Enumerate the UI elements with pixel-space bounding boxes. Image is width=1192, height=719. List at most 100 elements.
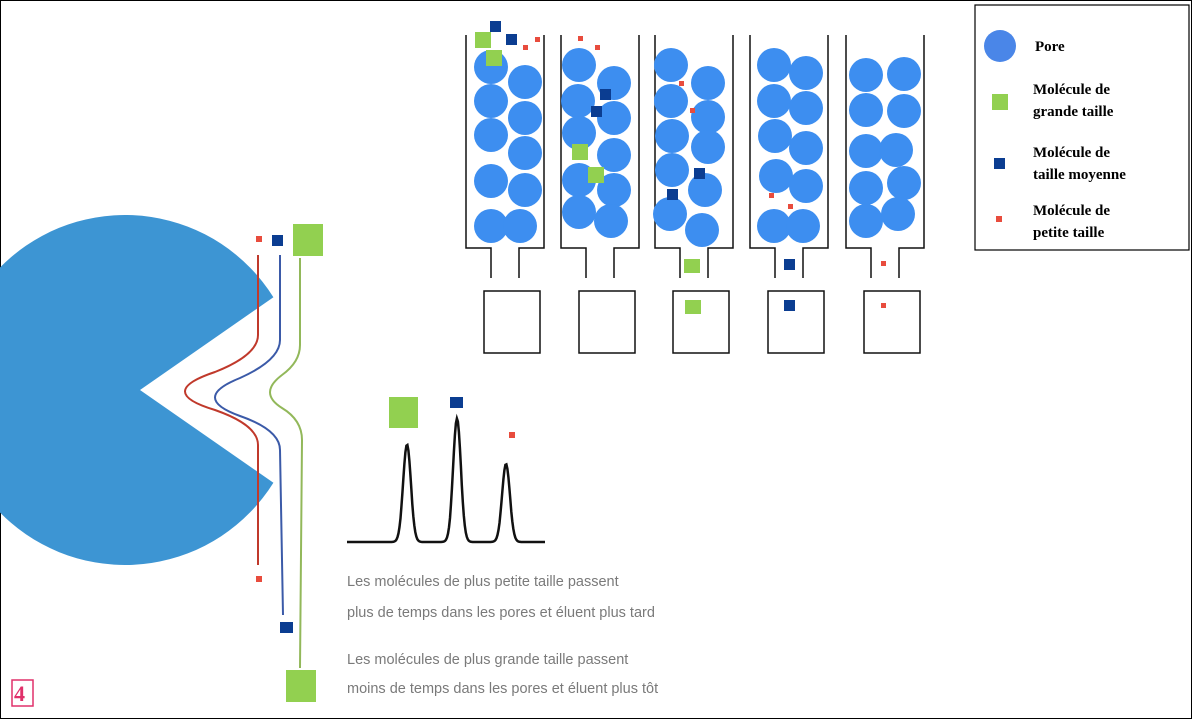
medium-molecule: [667, 189, 678, 200]
caption-small-line-2: plus de temps dans les pores et éluent p…: [347, 605, 655, 621]
large-molecule-outlet: [684, 259, 700, 273]
pore-bead: [562, 48, 596, 82]
small-molecule: [595, 45, 600, 50]
collection-tube: [672, 290, 730, 354]
pore-bead: [849, 93, 883, 127]
pore-bead: [685, 213, 719, 247]
large-molecule-top: [293, 224, 323, 256]
legend: Pore Molécule de grande taille Molécule …: [974, 4, 1190, 251]
medium-molecule-collected: [784, 300, 795, 311]
chromatogram-trace: [347, 413, 545, 544]
legend-medium-icon: [994, 158, 1005, 169]
pore-bead: [789, 56, 823, 90]
medium-molecule: [600, 89, 611, 100]
pore-bead: [759, 159, 793, 193]
pore-bead: [691, 66, 725, 100]
path-medium-molecule: [214, 255, 284, 616]
column-wall: [465, 35, 545, 278]
pore-bead: [789, 169, 823, 203]
column-2: [560, 35, 640, 354]
column-wall: [749, 35, 829, 278]
pore-bead: [597, 138, 631, 172]
pore-bead: [887, 166, 921, 200]
caption-large-line-2: moins de temps dans les pores et éluent …: [347, 681, 658, 697]
medium-molecule-bottom: [280, 622, 293, 633]
medium-molecule: [694, 168, 705, 179]
legend-pore-icon: [984, 30, 1016, 62]
small-molecule: [769, 193, 774, 198]
pore-bead: [562, 116, 596, 150]
pore-bead: [691, 130, 725, 164]
column-5: [845, 35, 925, 354]
large-molecule: [588, 167, 604, 183]
small-molecule: [523, 45, 528, 50]
pore-bead: [691, 100, 725, 134]
column-3: [653, 35, 734, 354]
peak-marker-medium: [450, 397, 463, 408]
pore-bead: [849, 134, 883, 168]
pore-bead: [654, 48, 688, 82]
legend-medium-label-1: Molécule de: [1033, 145, 1110, 161]
small-molecule: [578, 36, 583, 41]
pore-bead: [887, 57, 921, 91]
chromatogram: [347, 397, 545, 544]
pore-bead: [474, 209, 508, 243]
pore-bead: [789, 131, 823, 165]
pore-bead: [881, 197, 915, 231]
path-small-molecule: [184, 255, 259, 565]
small-molecule: [535, 37, 540, 42]
pore-bead: [758, 119, 792, 153]
large-molecule-bottom: [286, 670, 316, 702]
path-large-molecule: [269, 258, 304, 669]
pore-bead: [786, 209, 820, 243]
pore-bead: [597, 173, 631, 207]
column-wall: [654, 35, 734, 278]
pore-bead: [887, 94, 921, 128]
medium-molecule-top: [272, 235, 283, 246]
pore-bead: [474, 84, 508, 118]
medium-molecule: [506, 34, 517, 45]
collection-tube: [863, 290, 921, 354]
pore-bead: [562, 195, 596, 229]
pore-bead: [474, 164, 508, 198]
pore-bead: [757, 48, 791, 82]
small-molecule: [690, 108, 695, 113]
legend-small-label-1: Molécule de: [1033, 203, 1110, 219]
columns-group: [465, 21, 925, 354]
legend-large-label-1: Molécule de: [1033, 82, 1110, 98]
figure-number-box: [11, 679, 34, 707]
peak-marker-small: [509, 432, 515, 438]
column-1: [465, 21, 545, 354]
column-4: [749, 35, 829, 354]
pore-bead: [757, 84, 791, 118]
pore-bead: [508, 136, 542, 170]
pore-bead: [508, 173, 542, 207]
pore-bead: [561, 84, 595, 118]
pore-bead: [503, 209, 537, 243]
small-molecule: [788, 204, 793, 209]
legend-pore-label: Pore: [1035, 39, 1065, 55]
legend-large-label-2: grande taille: [1033, 104, 1114, 120]
pore-bead: [655, 119, 689, 153]
figure-number: 4: [14, 681, 25, 706]
large-molecule: [572, 144, 588, 160]
caption-large-line-1: Les molécules de plus grande taille pass…: [347, 652, 628, 668]
small-molecule-outlet: [881, 261, 886, 266]
medium-molecule: [490, 21, 501, 32]
small-molecule-collected: [881, 303, 886, 308]
column-wall: [845, 35, 925, 278]
legend-medium-label-2: taille moyenne: [1033, 167, 1126, 183]
pore-bead: [879, 133, 913, 167]
medium-molecule: [591, 106, 602, 117]
collection-tube: [578, 290, 636, 354]
legend-large-icon: [992, 94, 1008, 110]
caption-small-line-1: Les molécules de plus petite taille pass…: [347, 574, 619, 590]
pore-bead: [594, 204, 628, 238]
pore-bead: [653, 197, 687, 231]
pore-bead: [849, 171, 883, 205]
peak-marker-large: [389, 397, 418, 428]
pore-bead: [655, 153, 689, 187]
pore-bead: [849, 58, 883, 92]
pore-bead: [654, 84, 688, 118]
